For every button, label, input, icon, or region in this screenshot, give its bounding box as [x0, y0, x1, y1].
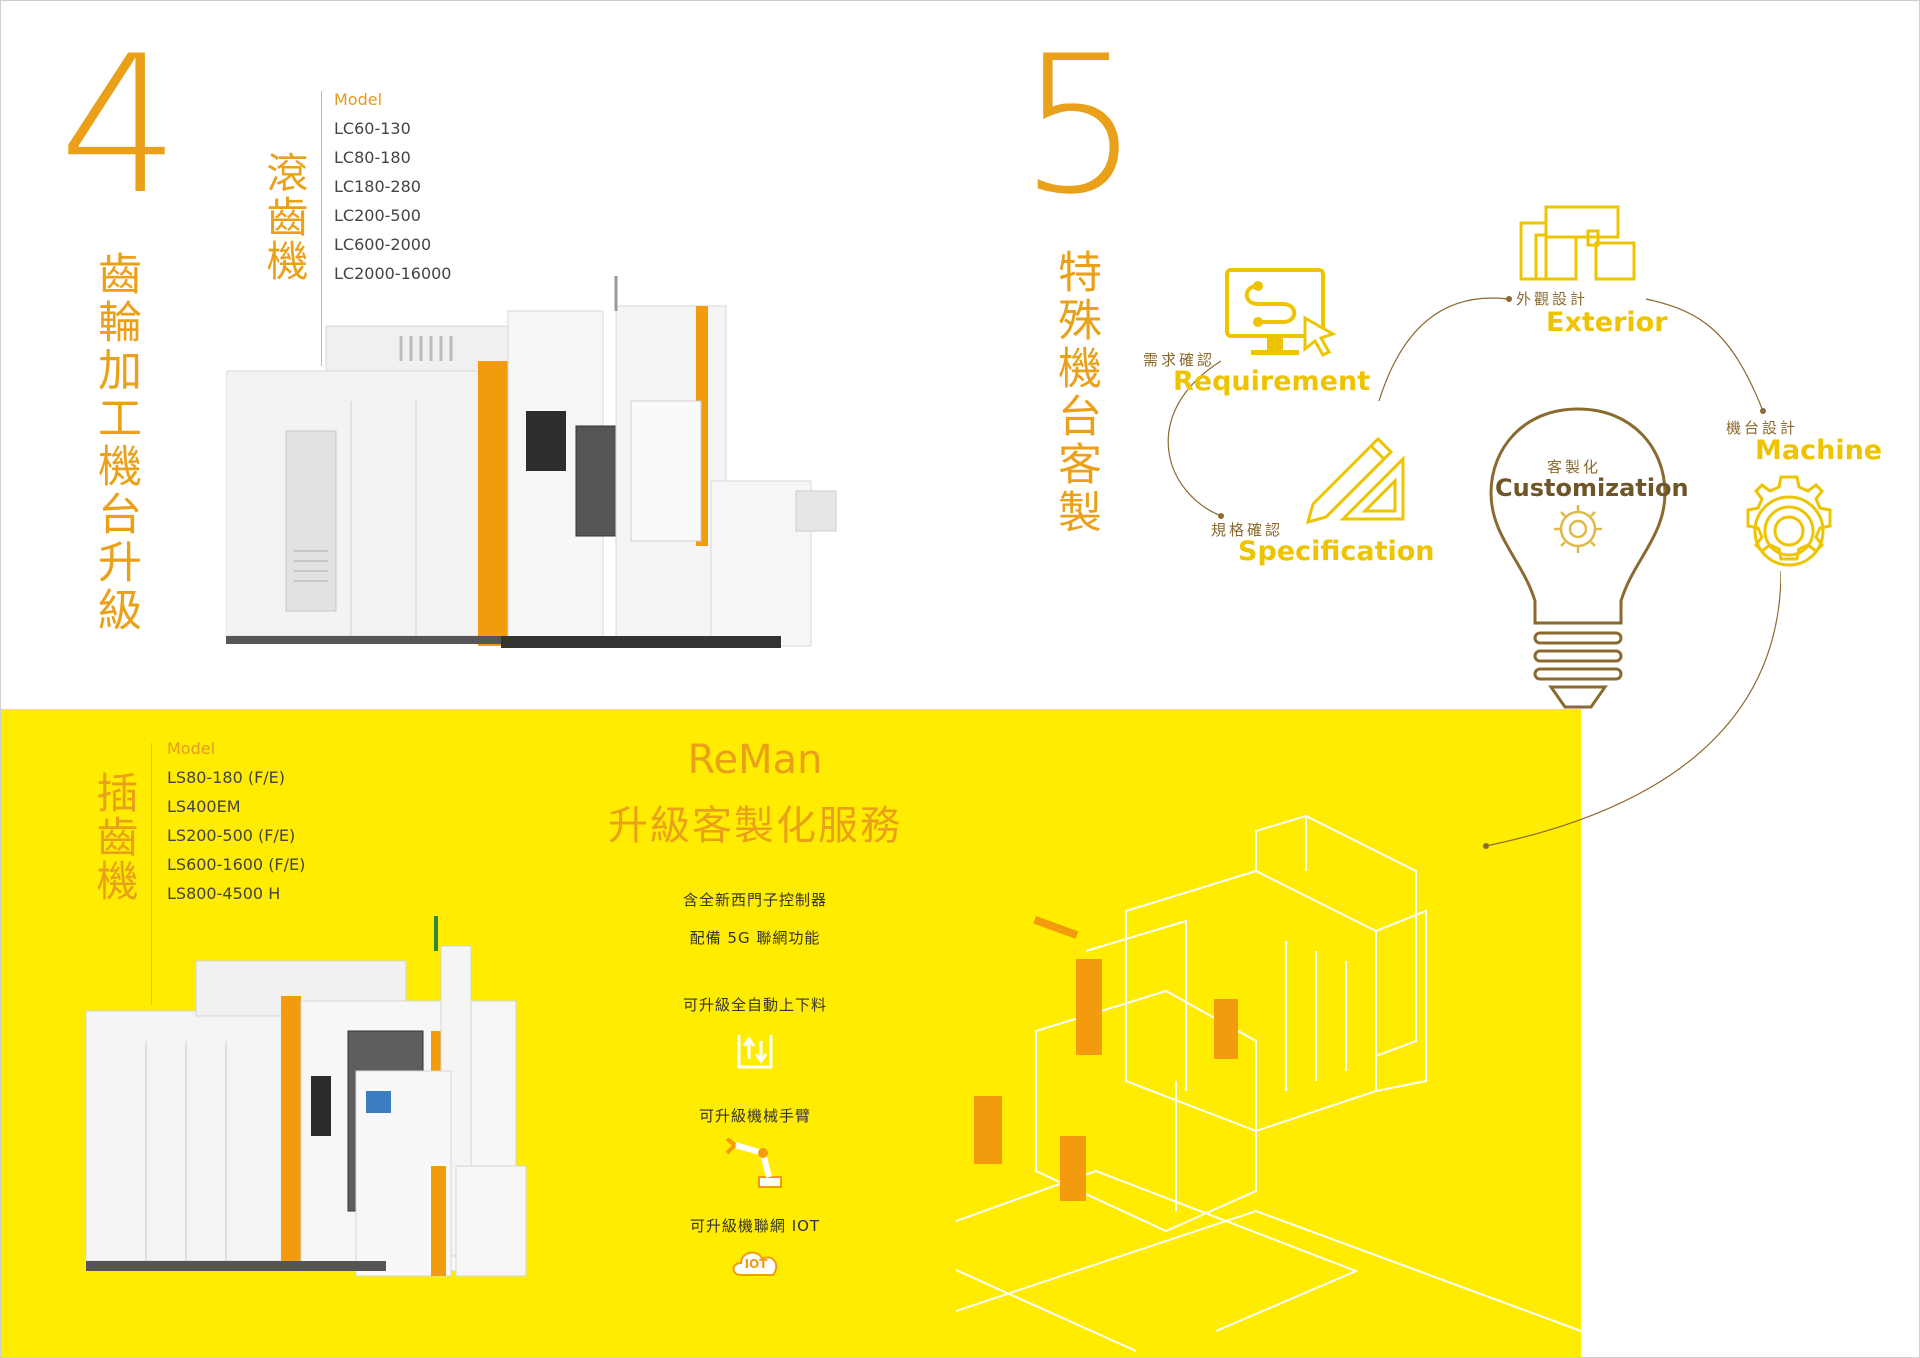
reman-subtitle: 升級客製化服務	[608, 803, 902, 849]
section4-heading: 齒輪加工機台升級	[90, 251, 141, 635]
machine-zh: 機台設計	[1726, 419, 1799, 437]
reman-title: ReMan	[687, 737, 823, 783]
hobbing-model: LC200-500	[334, 206, 421, 225]
specification-en: Specification	[1238, 536, 1435, 567]
shaping-title: 插齒機	[90, 771, 139, 903]
hobbing-models: Model LC60-130 LC80-180 LC180-280 LC200-…	[334, 85, 451, 288]
upgrade-prefix: 可升級	[689, 1217, 738, 1235]
hobbing-model-label: Model	[334, 90, 383, 109]
hobbing-divider	[321, 91, 322, 366]
robot-arm-icon	[725, 1137, 782, 1188]
shaping-model: LS400EM	[167, 797, 241, 816]
iot-badge-label: IOT	[744, 1257, 768, 1271]
hobbing-model: LC600-2000	[334, 235, 432, 254]
upgrade-prefix: 可升級	[682, 996, 731, 1014]
hobbing-machine-image	[226, 276, 837, 648]
upgrade-loading: 可升級全自動上下料	[631, 994, 879, 1015]
customization-zh: 客製化	[1547, 458, 1602, 476]
hobbing-model: LC80-180	[334, 148, 411, 167]
requirement-zh: 需求確認	[1143, 351, 1216, 369]
specification-zh: 規格確認	[1211, 521, 1284, 539]
white-tail	[1581, 709, 1919, 1357]
shaping-machine-image	[86, 916, 527, 1277]
controller-text: 含全新西門子控制器	[682, 891, 827, 909]
hobbing-model: LC180-280	[334, 177, 421, 196]
customization-en: Customization	[1495, 474, 1689, 502]
lightbulb-icon	[1489, 407, 1667, 709]
section5-heading: 特殊機台客製	[1050, 249, 1101, 537]
iot-cloud-icon: IOT	[729, 1245, 783, 1277]
hobbing-model: LC2000-16000	[334, 264, 452, 283]
section4-number: 4	[59, 15, 180, 236]
upgrade-main: 機械手臂	[747, 1107, 812, 1125]
ruler-pencil-icon	[1305, 436, 1405, 525]
shaping-model: LS200-500 (F/E)	[167, 826, 296, 845]
auto-loading-icon	[737, 1035, 773, 1069]
shaping-model-label: Model	[167, 739, 216, 758]
shaping-model: LS600-1600 (F/E)	[167, 855, 306, 874]
shaping-models: Model LS80-180 (F/E) LS400EM LS200-500 (…	[167, 734, 305, 908]
section5-number: 5	[1019, 15, 1140, 236]
exterior-zh: 外觀設計	[1516, 290, 1589, 308]
requirement-en: Requirement	[1173, 366, 1371, 397]
machine-en: Machine	[1755, 435, 1883, 466]
exterior-en: Exterior	[1546, 307, 1668, 338]
upgrade-main: 機聯網 IOT	[737, 1217, 821, 1235]
hobbing-model: LC60-130	[334, 119, 411, 138]
upgrade-main: 全自動上下料	[731, 996, 828, 1014]
5g-text: 配備 5G 聯網功能	[689, 929, 821, 947]
gear-icon	[1746, 475, 1832, 567]
cycle-connectors	[1167, 296, 1781, 849]
upgrade-prefix: 可升級	[698, 1107, 747, 1125]
upgrade-robot-arm: 可升級機械手臂	[631, 1105, 879, 1126]
hobbing-title: 滾齒機	[260, 151, 309, 283]
shaping-divider	[151, 743, 152, 1005]
shaping-model: LS80-180 (F/E)	[167, 768, 286, 787]
upgrade-iot: 可升級機聯網 IOT	[631, 1215, 879, 1236]
wireframe-machine-drawing	[956, 814, 1581, 1352]
building-icon	[1519, 205, 1636, 281]
monitor-icon	[1225, 268, 1337, 357]
shaping-model: LS800-4500 H	[167, 884, 281, 903]
